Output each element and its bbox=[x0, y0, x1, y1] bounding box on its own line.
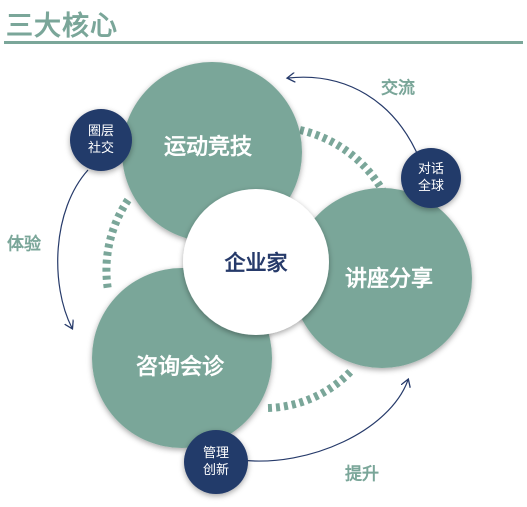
badge-label-manage: 管理 创新 bbox=[203, 445, 229, 479]
badge-circle-manage bbox=[184, 430, 248, 494]
core-label-sports: 运动竞技 bbox=[163, 135, 253, 160]
center-circle bbox=[183, 189, 329, 335]
core-label-lecture: 讲座分享 bbox=[344, 267, 434, 292]
badge-label-global: 对话 全球 bbox=[418, 161, 444, 195]
core-circle-lecture bbox=[292, 188, 472, 368]
page-title: 三大核心 bbox=[6, 11, 118, 42]
arrow-improve bbox=[239, 380, 408, 462]
core-label-consult: 咨询会诊 bbox=[135, 355, 225, 380]
title-underline bbox=[4, 41, 523, 44]
arrow-exchange bbox=[288, 77, 421, 161]
badge-line-2: 全球 bbox=[417, 179, 445, 194]
badge-line-2: 创新 bbox=[202, 463, 230, 478]
dotted-arc-bottom bbox=[267, 367, 355, 412]
dotted-arc-left bbox=[102, 197, 132, 291]
center-label: 企业家 bbox=[224, 251, 288, 275]
badge-line-1: 对话 bbox=[417, 162, 445, 177]
badge-line-2: 社交 bbox=[87, 141, 115, 156]
arrow-label-exchange: 交流 bbox=[381, 78, 415, 99]
badge-line-1: 管理 bbox=[202, 446, 230, 461]
arrow-label-improve: 提升 bbox=[345, 464, 379, 485]
arrow-experience bbox=[57, 169, 89, 328]
arrow-label-experience: 体验 bbox=[7, 234, 41, 255]
dotted-arc-top-right bbox=[299, 126, 389, 197]
badge-circle-global bbox=[401, 148, 461, 208]
badge-circle-social bbox=[70, 109, 132, 171]
badge-label-circle-social: 圈层 社交 bbox=[88, 123, 114, 157]
badge-line-1: 圈层 bbox=[87, 124, 115, 139]
